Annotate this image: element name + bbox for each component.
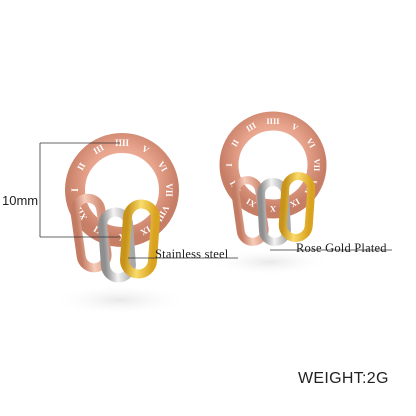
material-label-plating: Rose Gold Plated	[296, 241, 387, 255]
dimension-bracket	[39, 142, 120, 238]
ring-numeral: I	[224, 163, 234, 167]
left-earring-shadow	[50, 284, 190, 316]
ring-numeral: II	[75, 161, 87, 172]
ring-numeral: V	[290, 121, 301, 133]
weight-label: WEIGHT:2G	[298, 370, 389, 387]
ring-numeral: IIII	[115, 138, 130, 148]
ring-numeral: V	[140, 143, 151, 155]
left-gold-loop	[120, 199, 160, 279]
right-gold-loop	[278, 172, 316, 242]
right-ring	[219, 111, 327, 219]
ring-numeral: II	[229, 137, 241, 148]
ring-numeral: VII	[312, 159, 322, 172]
ring-numeral: X	[269, 204, 276, 214]
dimension-label: 10mm	[2, 193, 39, 208]
material-label-steel: Stainless steel	[155, 247, 229, 261]
ring-numeral: IIII	[266, 116, 280, 126]
ring-numeral: I	[70, 188, 80, 192]
ring-numeral: VII	[164, 183, 174, 197]
ring-numeral: III	[91, 142, 106, 156]
right-earring-shadow	[208, 248, 332, 276]
